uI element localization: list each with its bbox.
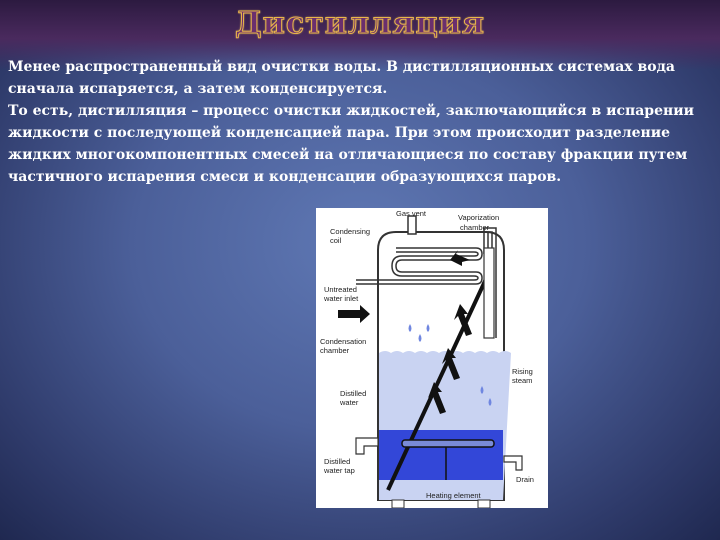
title-band [0,0,720,70]
heating-element-bar [401,439,495,448]
vent-arrow [450,250,470,266]
drain-pipe [503,455,523,471]
slide-title: Дистилляция [234,6,486,42]
label-condensation-2: chamber [320,346,350,355]
steam-arrow-1 [442,348,460,380]
vapor-pipe [483,247,495,339]
label-condensing-2: coil [330,236,342,245]
label-distilled-2: water [339,398,359,407]
label-untreated-1: Untreated [324,285,357,294]
body-text: Менее распространенный вид очистки воды.… [8,56,708,188]
label-vaporization-1: Vaporization [458,213,499,222]
label-rising-2: steam [512,376,532,385]
boiling-water-lower [379,430,503,480]
label-heating: Heating element [426,491,482,500]
distiller-diagram: Gas vent Vaporization chamber Condensing… [316,208,548,508]
label-untreated-2: water inlet [323,294,359,303]
water-drops [408,324,492,406]
label-rising-1: Rising [512,367,533,376]
label-tap-2: water tap [323,466,355,475]
gas-vent-pipe [407,215,417,235]
label-condensation-1: Condensation [320,337,366,346]
steam-arrow-3 [454,304,472,336]
steam-arrow-2 [428,382,446,414]
label-drain: Drain [516,475,534,484]
tap [355,437,379,455]
label-condensing-1: Condensing [330,227,370,236]
paragraph-intro: Менее распространенный вид очистки воды.… [8,59,675,97]
paragraph-definition: То есть, дистилляция – процесс очистки ж… [8,103,695,185]
inlet-arrow [338,305,370,323]
label-tap-1: Distilled [324,457,350,466]
divider-wall [386,265,494,491]
label-vaporization-2: chamber [460,223,490,232]
label-distilled-1: Distilled [340,389,366,398]
label-gas-vent: Gas vent [396,209,427,218]
